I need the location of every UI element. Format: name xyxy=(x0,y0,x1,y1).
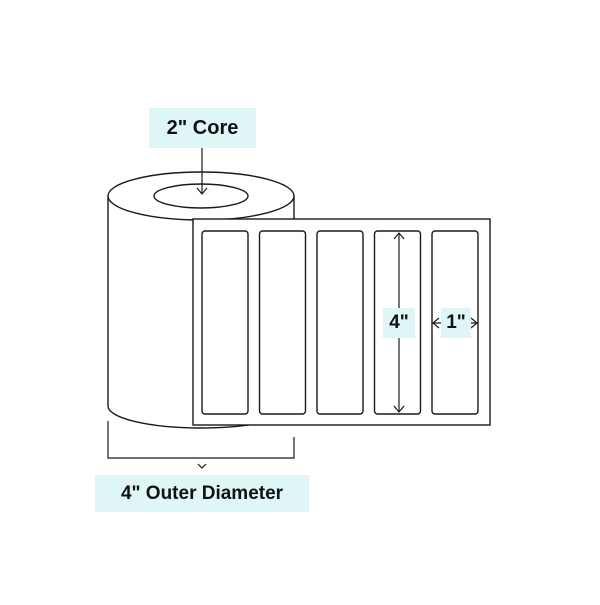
core-size-callout: 2" Core xyxy=(149,108,256,148)
core-arrow-head xyxy=(196,187,208,195)
label-rectangle xyxy=(316,230,364,415)
label-height-callout: 4" xyxy=(383,308,415,338)
label-rectangle xyxy=(373,230,422,415)
outer-diameter-bracket xyxy=(107,421,295,459)
height-arrow-top xyxy=(393,232,405,240)
label-rectangle xyxy=(258,230,307,415)
label-backing-sheet xyxy=(192,218,491,426)
outer-diameter-pointer xyxy=(197,463,207,469)
width-arrow-right xyxy=(470,317,478,329)
label-width-callout: 1" xyxy=(441,308,471,338)
label-rectangle xyxy=(201,230,249,415)
core-hole-ellipse xyxy=(153,183,249,209)
height-arrow-bottom xyxy=(393,405,405,413)
outer-diameter-callout: 4" Outer Diameter xyxy=(95,475,309,512)
label-sheet xyxy=(192,218,491,426)
width-arrow-left xyxy=(432,317,440,329)
label-rectangle xyxy=(431,230,479,415)
roll-top-outer-ellipse xyxy=(107,171,295,221)
